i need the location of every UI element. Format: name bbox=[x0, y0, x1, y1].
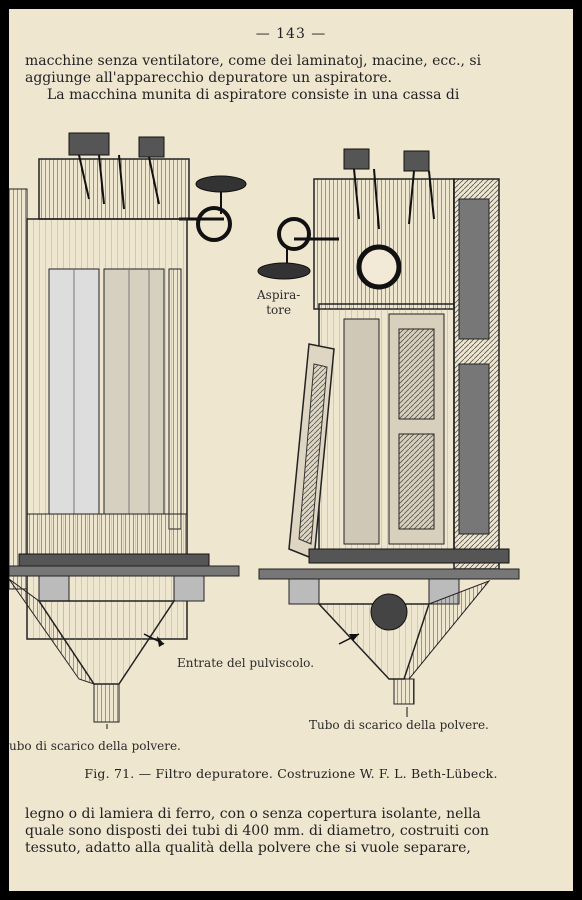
page-number: — 143 — bbox=[255, 26, 327, 42]
text-line: aggiunge all'apparecchio depuratore un a… bbox=[25, 70, 393, 86]
label-aspiratore: Aspira- tore bbox=[257, 288, 300, 318]
label-line: tore bbox=[266, 303, 292, 317]
book-page: — 143 — macchine senza ventilatore, come… bbox=[9, 9, 573, 891]
label-line: Aspira- bbox=[257, 288, 301, 302]
text-line: quale sono disposti dei tubi di 400 mm. … bbox=[25, 823, 490, 839]
left-filter-machine bbox=[9, 132, 247, 640]
figure-caption: Fig. 71. — Filtro depuratore. Costruzion… bbox=[84, 766, 498, 781]
right-hopper bbox=[258, 568, 520, 717]
top-paragraph: macchine senza ventilatore, come dei lam… bbox=[25, 53, 503, 104]
label-entrata: Entrate del pulviscolo. bbox=[177, 656, 315, 670]
right-filter-machine bbox=[257, 148, 510, 570]
bottom-paragraph: legno o di lamiera di ferro, con o senza… bbox=[25, 806, 503, 857]
text-line: tessuto, adatto alla qualità della polve… bbox=[25, 840, 471, 856]
text-line: macchine senza ventilatore, come dei lam… bbox=[25, 53, 482, 69]
text-line: legno o di lamiera di ferro, con o senza… bbox=[25, 806, 481, 822]
left-hopper bbox=[9, 565, 240, 729]
text-line: La macchina munita di aspiratore consist… bbox=[47, 87, 460, 103]
label-tubo-right: Tubo di scarico della polvere. bbox=[309, 718, 489, 732]
label-tubo-left: ubo di scarico della polvere. bbox=[9, 739, 181, 753]
filter-illustration bbox=[9, 132, 520, 729]
